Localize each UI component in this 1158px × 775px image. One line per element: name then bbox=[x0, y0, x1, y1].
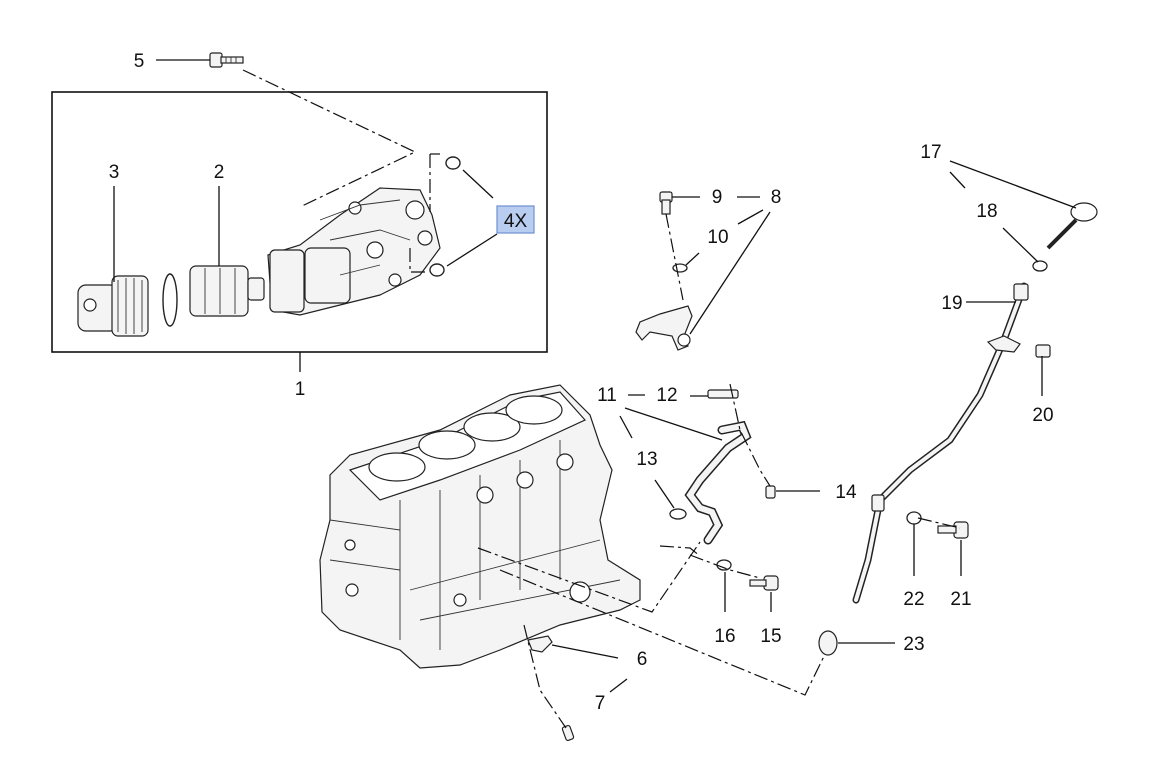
callout-23: 23 bbox=[903, 634, 924, 655]
callout-6: 6 bbox=[637, 649, 648, 670]
callout-14: 14 bbox=[835, 482, 857, 503]
oil-return-pipe-11 bbox=[684, 389, 752, 545]
engine-block bbox=[319, 384, 641, 669]
oil-filter-cap bbox=[77, 275, 149, 337]
quantity-badge bbox=[496, 205, 535, 234]
bolt-15 bbox=[749, 575, 779, 591]
bolt-21 bbox=[937, 521, 969, 539]
callout-10: 10 bbox=[707, 227, 728, 248]
seal-ring-upper bbox=[445, 156, 461, 170]
callout-1: 1 bbox=[295, 379, 306, 400]
oil-filter-element bbox=[189, 265, 265, 317]
callout-2: 2 bbox=[214, 162, 225, 183]
callout-16: 16 bbox=[714, 626, 735, 647]
callout-3: 3 bbox=[109, 162, 120, 183]
callout-13: 13 bbox=[636, 449, 657, 470]
callout-21: 21 bbox=[950, 589, 971, 610]
callout-5: 5 bbox=[134, 51, 145, 72]
bolt-20 bbox=[1035, 344, 1051, 358]
oil-filter-housing bbox=[267, 187, 441, 316]
callout-11: 11 bbox=[597, 385, 617, 406]
callout-20: 20 bbox=[1032, 405, 1053, 426]
quantity-badge-label: 4X bbox=[504, 211, 528, 232]
callout-15: 15 bbox=[760, 626, 781, 647]
callout-18: 18 bbox=[976, 201, 997, 222]
bolt-5 bbox=[209, 52, 244, 68]
callout-8: 8 bbox=[771, 187, 782, 208]
callout-19: 19 bbox=[941, 293, 962, 314]
dipstick-17 bbox=[1046, 202, 1098, 250]
bolt-14 bbox=[765, 485, 776, 499]
callout-9: 9 bbox=[712, 187, 723, 208]
oil-pipe-8 bbox=[635, 191, 693, 351]
seal-ring-lower bbox=[429, 263, 445, 277]
callout-17: 17 bbox=[920, 142, 941, 163]
bolt-7 bbox=[561, 725, 575, 741]
callout-22: 22 bbox=[903, 589, 924, 610]
dipstick-tube-19 bbox=[852, 282, 1029, 604]
grommet-23 bbox=[818, 630, 838, 656]
seal-ring-13 bbox=[669, 508, 687, 520]
filter-cap-o-ring bbox=[162, 273, 178, 327]
seal-ring-18 bbox=[1032, 260, 1048, 272]
callout-7: 7 bbox=[595, 693, 606, 714]
bracket-6 bbox=[527, 635, 553, 653]
seal-ring-16 bbox=[716, 559, 732, 571]
callout-12: 12 bbox=[656, 385, 677, 406]
